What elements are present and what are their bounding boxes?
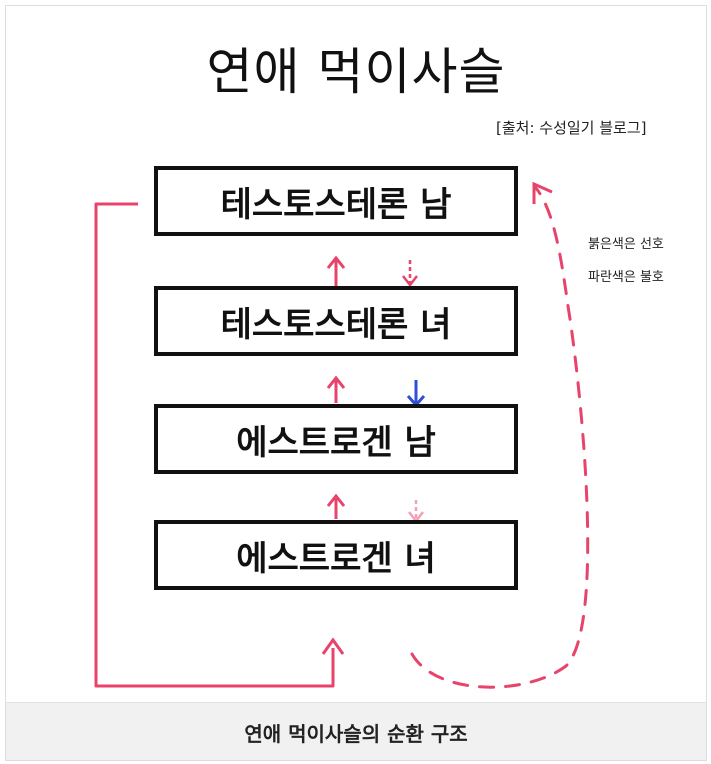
up-arrowhead-4-3 xyxy=(326,493,346,507)
up-arrowhead-3-2 xyxy=(326,375,346,389)
legend-red: 붉은색은 선호 xyxy=(588,237,664,252)
loop-arrowhead xyxy=(321,637,345,655)
box-label: 테스토스테론 녀 xyxy=(220,304,452,345)
right-dashed-curve xyxy=(410,186,590,689)
diagram-image: 연애 먹이사슬 [출처: 수성일기 블로그] 테스토스테론 xyxy=(6,6,706,702)
source-credit: [출처: 수성일기 블로그] xyxy=(496,119,647,137)
box-label: 에스트로겐 녀 xyxy=(236,538,436,579)
box-testosterone-female: 테스토스테론 녀 xyxy=(154,286,518,356)
figure-frame: 연애 먹이사슬 [출처: 수성일기 블로그] 테스토스테론 xyxy=(5,5,707,761)
figure-caption: 연애 먹이사슬의 순환 구조 xyxy=(6,702,706,760)
up-arrowhead-2-1 xyxy=(326,255,346,269)
legend-blue: 파란색은 불호 xyxy=(588,270,664,285)
box-label: 테스토스테론 남 xyxy=(220,184,452,225)
box-estrogen-male: 에스트로겐 남 xyxy=(154,404,518,474)
diagram-title: 연애 먹이사슬 xyxy=(206,43,506,101)
box-estrogen-female: 에스트로겐 녀 xyxy=(154,520,518,590)
box-label: 에스트로겐 남 xyxy=(236,422,436,463)
arrow-layer xyxy=(94,181,590,689)
down-arrowhead-1-2 xyxy=(402,275,418,288)
right-curve-arrowhead xyxy=(532,181,553,204)
box-testosterone-male: 테스토스테론 남 xyxy=(154,166,518,236)
loop-arrow-solid xyxy=(94,202,335,688)
